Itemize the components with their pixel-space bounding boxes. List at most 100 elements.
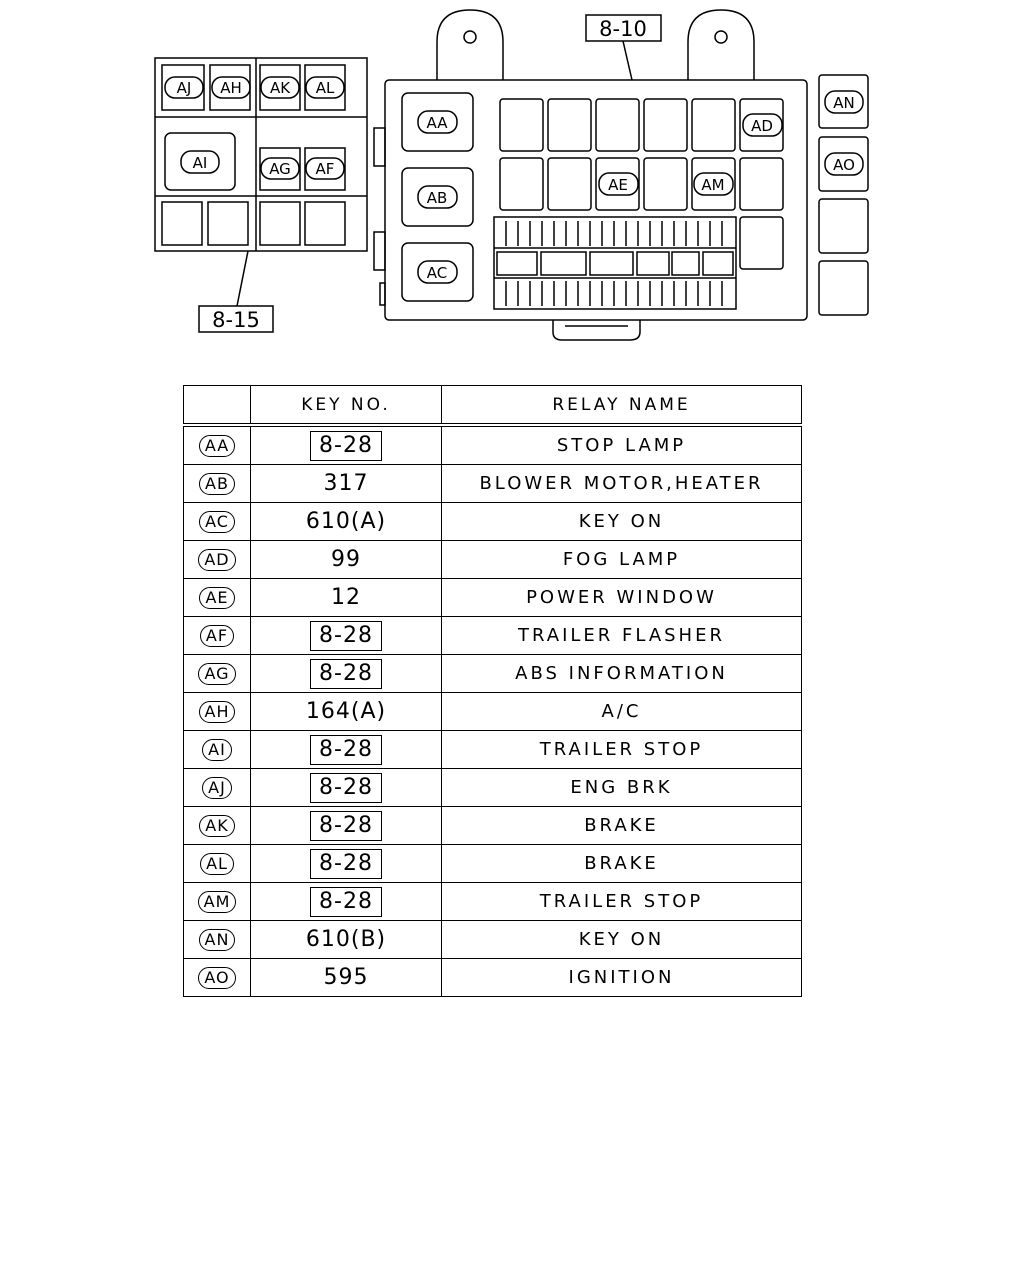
relay-symbol-cell: AI: [183, 730, 251, 769]
relay-name: ABS INFORMATION: [441, 654, 802, 693]
relay-symbol-ah: AH: [211, 76, 251, 99]
svg-text:AJ: AJ: [177, 79, 192, 97]
relay-name: STOP LAMP: [441, 424, 802, 465]
relay-symbol: AL: [200, 852, 234, 875]
relay-symbol-cell: AO: [183, 958, 251, 997]
svg-text:AH: AH: [220, 79, 242, 97]
key-no-reference-box: 8-28: [310, 772, 382, 803]
relay-symbol-cell: AL: [183, 844, 251, 883]
main-relay-box: [373, 9, 808, 341]
relay-symbol: AO: [198, 966, 236, 989]
ref-label-8-15: 8-15: [198, 250, 274, 333]
relay-symbol: AF: [199, 624, 235, 647]
relay-name: TRAILER STOP: [441, 882, 802, 921]
relay-symbol-cell: AF: [183, 616, 251, 655]
key-no: 610(A): [305, 509, 387, 534]
key-no-cell: 595: [250, 958, 442, 997]
header-key-no: KEY NO.: [250, 385, 442, 427]
relay-symbol-cell: AM: [183, 882, 251, 921]
relay-symbol-cell: AG: [183, 654, 251, 693]
relay-name: FOG LAMP: [441, 540, 802, 579]
key-no-reference-box: 8-28: [310, 658, 382, 689]
relay-symbol-ak: AK: [260, 76, 300, 99]
relay-symbol-ao: AO: [824, 152, 864, 176]
table-row: AJ 8-28 ENG BRK: [183, 768, 802, 807]
header-relay-name: RELAY NAME: [441, 385, 802, 427]
relay-symbol-cell: AE: [183, 578, 251, 617]
relay-name: TRAILER STOP: [441, 730, 802, 769]
relay-symbol-cell: AA: [183, 424, 251, 465]
svg-text:8-15: 8-15: [212, 308, 260, 332]
key-no: 610(B): [305, 927, 387, 952]
relay-symbol-cell: AC: [183, 502, 251, 541]
key-no-cell: 8-28: [250, 844, 442, 883]
relay-name: IGNITION: [441, 958, 802, 997]
key-no: 317: [323, 471, 369, 496]
key-no-reference-box: 8-28: [310, 810, 382, 841]
relay-symbol-af: AF: [305, 157, 345, 180]
svg-text:AO: AO: [833, 156, 855, 174]
relay-symbol-an: AN: [824, 90, 864, 114]
relay-symbol-cell: AJ: [183, 768, 251, 807]
svg-text:AG: AG: [269, 160, 291, 178]
relay-symbol-cell: AD: [183, 540, 251, 579]
key-no: 12: [331, 585, 361, 610]
ref-label-8-10: 8-10: [585, 14, 662, 81]
relay-symbol: AE: [199, 586, 235, 609]
relay-symbol-cell: AN: [183, 920, 251, 959]
svg-text:AM: AM: [701, 176, 724, 194]
svg-text:8-10: 8-10: [599, 17, 647, 41]
relay-symbol-am: AM: [693, 172, 734, 196]
relay-symbol-cell: AB: [183, 464, 251, 503]
svg-text:AC: AC: [427, 264, 447, 282]
header-symbol: [183, 385, 251, 427]
relay-symbol: AG: [198, 662, 236, 685]
table-row: AH 164(A) A/C: [183, 692, 802, 731]
key-no-cell: 8-28: [250, 806, 442, 845]
svg-text:AK: AK: [270, 79, 291, 97]
svg-text:AI: AI: [193, 154, 208, 172]
svg-text:AA: AA: [427, 114, 449, 132]
relay-symbol: AC: [199, 510, 235, 533]
relay-name: BRAKE: [441, 806, 802, 845]
relay-name: TRAILER FLASHER: [441, 616, 802, 655]
side-relay-column: [818, 74, 869, 316]
relay-name: ENG BRK: [441, 768, 802, 807]
relay-symbol-cell: AK: [183, 806, 251, 845]
svg-text:AL: AL: [316, 79, 335, 97]
svg-text:AF: AF: [316, 160, 335, 178]
table-row: AG 8-28 ABS INFORMATION: [183, 654, 802, 693]
key-no-cell: 99: [250, 540, 442, 579]
key-no-cell: 12: [250, 578, 442, 617]
relay-symbol-cell: AH: [183, 692, 251, 731]
relay-symbol: AK: [199, 814, 235, 837]
relay-symbol: AB: [199, 472, 235, 495]
key-no-cell: 8-28: [250, 882, 442, 921]
relay-symbol: AA: [198, 434, 236, 457]
key-no-cell: 8-28: [250, 616, 442, 655]
relay-symbol-ab: AB: [417, 185, 458, 209]
key-no-reference-box: 8-28: [310, 848, 382, 879]
key-no-cell: 8-28: [250, 424, 442, 465]
relay-name: A/C: [441, 692, 802, 731]
relay-symbol: AM: [197, 890, 237, 913]
key-no: 164(A): [305, 699, 387, 724]
relay-symbol-aj: AJ: [164, 76, 204, 99]
svg-text:AN: AN: [833, 94, 854, 112]
svg-text:AE: AE: [608, 176, 628, 194]
left-relay-block: [154, 57, 368, 252]
key-no: 99: [331, 547, 361, 572]
key-no-cell: 317: [250, 464, 442, 503]
relay-symbol-ai: AI: [180, 150, 220, 174]
relay-symbol: AN: [198, 928, 236, 951]
